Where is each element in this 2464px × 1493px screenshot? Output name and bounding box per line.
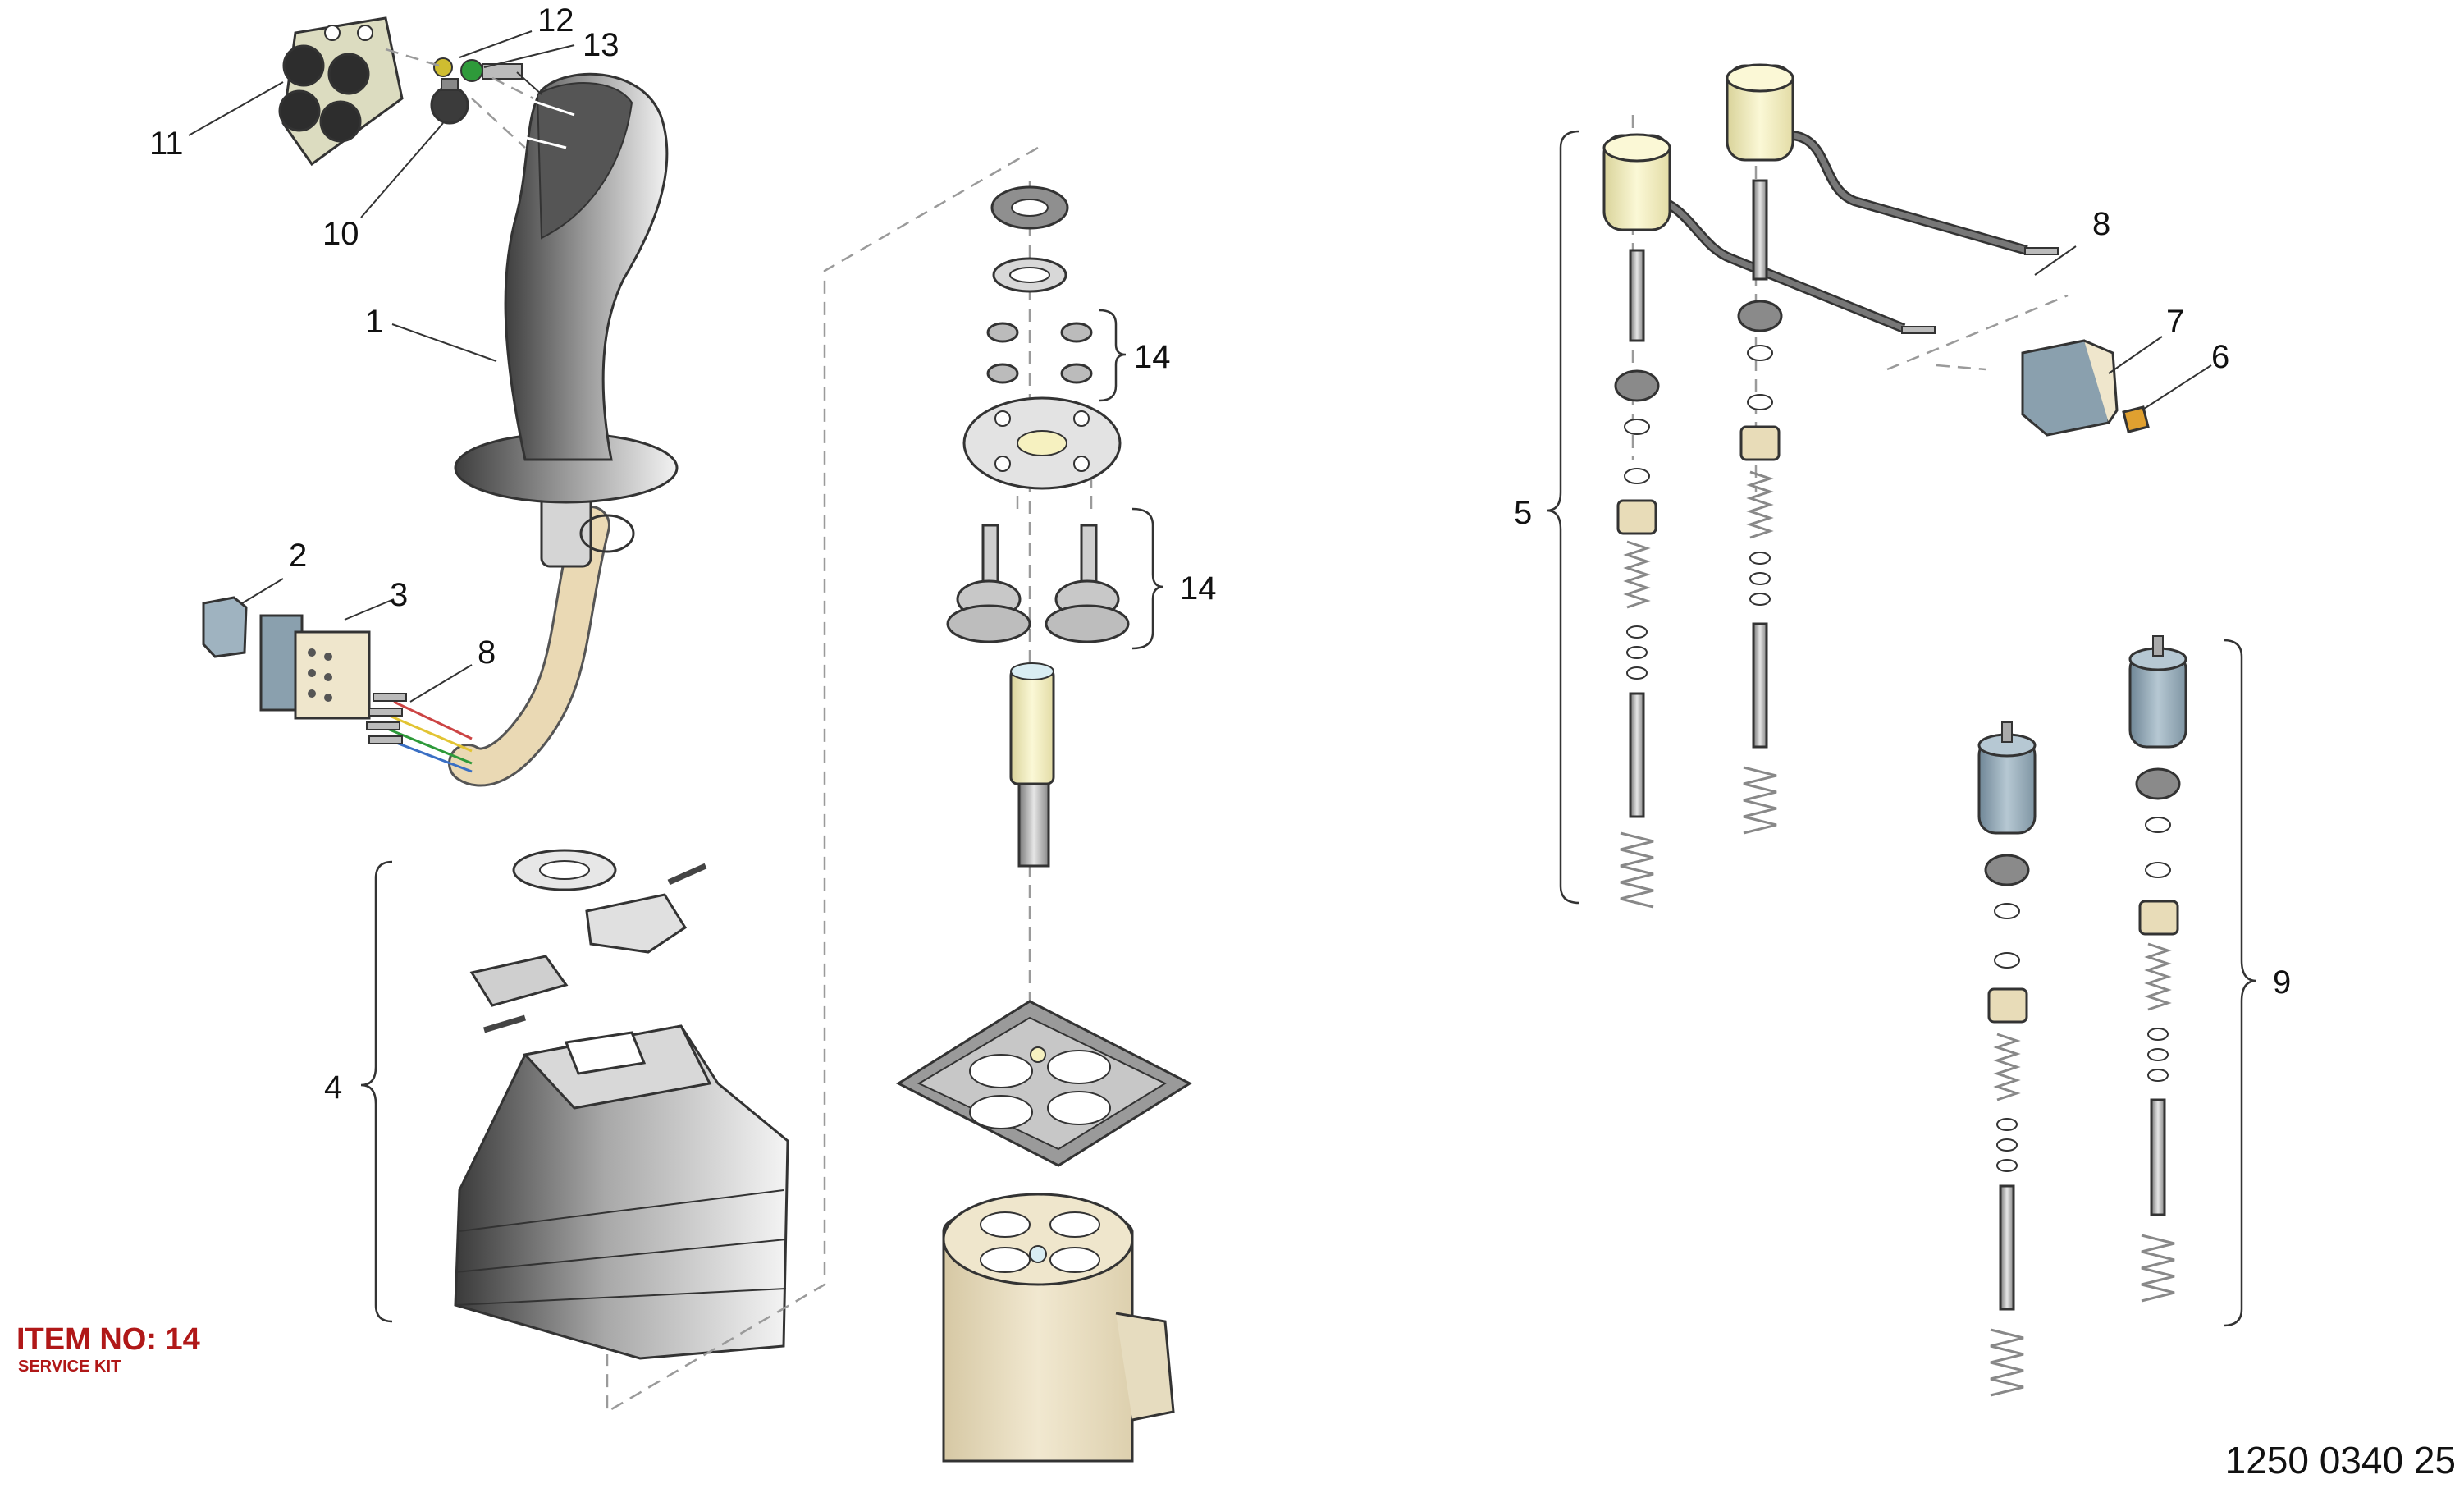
callout-11: 11 bbox=[149, 126, 184, 162]
connector-housing bbox=[202, 596, 371, 720]
brace-14-upper bbox=[1099, 309, 1127, 402]
brace-4 bbox=[360, 860, 393, 1323]
brace-14-lower bbox=[1131, 507, 1164, 650]
cartridge-c bbox=[1977, 721, 2037, 1397]
callout-13: 13 bbox=[583, 27, 619, 63]
switch-plate bbox=[278, 16, 404, 167]
item-number-label: ITEM NO: 14 bbox=[16, 1322, 200, 1357]
callout-3: 3 bbox=[390, 577, 408, 613]
callout-4: 4 bbox=[324, 1069, 342, 1106]
callout-7: 7 bbox=[2166, 304, 2184, 340]
brace-5 bbox=[1546, 130, 1580, 905]
service-kit-label: SERVICE KIT bbox=[18, 1358, 121, 1376]
leader-lines bbox=[188, 30, 2212, 703]
wire-pins bbox=[366, 693, 473, 773]
handle-assembly bbox=[448, 72, 679, 787]
cartridge-a bbox=[1602, 133, 1906, 909]
boot-assembly bbox=[454, 849, 789, 1360]
callout-10: 10 bbox=[322, 216, 359, 252]
callout-9: 9 bbox=[2273, 964, 2291, 1001]
small-switch-parts bbox=[430, 57, 542, 125]
callout-2: 2 bbox=[289, 538, 307, 574]
center-stack bbox=[895, 185, 1193, 1463]
pin-6 bbox=[2122, 405, 2150, 433]
wire-ends bbox=[1901, 247, 2059, 334]
callout-1: 1 bbox=[365, 304, 383, 340]
document-number: 1250 0340 25 bbox=[2224, 1439, 2456, 1482]
callout-6: 6 bbox=[2211, 339, 2229, 375]
callout-14-lower: 14 bbox=[1180, 570, 1217, 607]
cartridge-d bbox=[2128, 635, 2187, 1303]
connector-7 bbox=[2021, 339, 2119, 437]
callout-14-upper: 14 bbox=[1134, 339, 1171, 375]
callout-12: 12 bbox=[537, 2, 574, 39]
callout-8-lower: 8 bbox=[478, 634, 496, 671]
cartridge-b bbox=[1726, 63, 2028, 835]
callout-numbers: 1 2 3 4 5 6 7 8 8 9 10 11 12 13 14 14 bbox=[149, 2, 2291, 1106]
callout-8-upper: 8 bbox=[2092, 206, 2110, 242]
callout-5: 5 bbox=[1514, 495, 1532, 531]
brace-9 bbox=[2223, 639, 2257, 1327]
